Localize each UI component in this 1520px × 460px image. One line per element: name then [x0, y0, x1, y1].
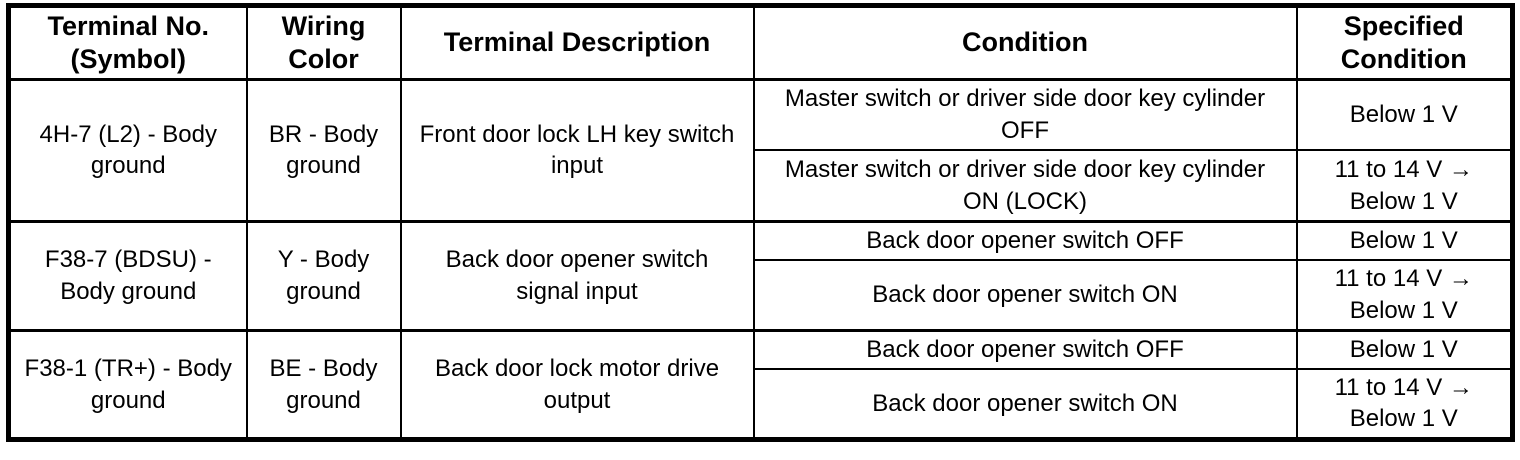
- table-subrow: Back door opener switch ON 11 to 14 V → …: [9, 367, 1514, 441]
- header-condition: Condition: [752, 4, 1298, 81]
- header-wiring-color: Wiring Color: [245, 4, 402, 81]
- specified-condition-cell: 11 to 14 V → Below 1 V: [1295, 367, 1514, 441]
- terminal-no-cell: 4H-7 (L2) - Body ground: [7, 78, 248, 223]
- specified-condition-cell: 11 to 14 V → Below 1 V: [1295, 149, 1514, 223]
- terminal-description-cell: Front door lock LH key switch input: [399, 78, 755, 223]
- terminal-inspection-table: Terminal No. (Symbol) Wiring Color Termi…: [6, 3, 1515, 443]
- wiring-color-cell: BR - Body ground: [245, 78, 402, 223]
- wiring-color-cell: Y - Body ground: [245, 219, 402, 332]
- specified-condition-cell: 11 to 14 V → Below 1 V: [1295, 258, 1514, 332]
- header-terminal-no: Terminal No. (Symbol): [7, 4, 248, 81]
- header-terminal-description: Terminal Description: [399, 4, 755, 81]
- wiring-color-cell: BE - Body ground: [245, 329, 402, 441]
- header-row: Terminal No. (Symbol) Wiring Color Termi…: [7, 4, 1514, 81]
- specified-condition-cell: Below 1 V: [1295, 329, 1514, 370]
- table-row: F38-1 (TR+) - Body ground BE - Body grou…: [7, 329, 1514, 441]
- condition-cell: Master switch or driver side door key cy…: [752, 78, 1298, 152]
- terminal-description-cell: Back door opener switch signal input: [399, 219, 755, 332]
- condition-cell: Back door opener switch ON: [752, 258, 1298, 332]
- table-row: F38-7 (BDSU) - Body ground Y - Body grou…: [7, 219, 1514, 332]
- document-page: Terminal No. (Symbol) Wiring Color Termi…: [6, 3, 1515, 443]
- condition-cell: Back door opener switch ON: [752, 367, 1298, 441]
- terminal-no-cell: F38-1 (TR+) - Body ground: [7, 329, 248, 441]
- condition-cell: Back door opener switch OFF: [752, 219, 1298, 261]
- specified-condition-cell: Below 1 V: [1295, 78, 1514, 152]
- terminal-description-cell: Back door lock motor drive output: [399, 329, 755, 441]
- condition-cell: Master switch or driver side door key cy…: [752, 149, 1298, 223]
- condition-cell: Back door opener switch OFF: [752, 329, 1298, 370]
- header-specified-condition: Specified Condition: [1295, 4, 1514, 81]
- table-subrow: Back door opener switch ON 11 to 14 V → …: [9, 258, 1514, 332]
- table-row: 4H-7 (L2) - Body ground BR - Body ground…: [7, 78, 1514, 223]
- terminal-no-cell: F38-7 (BDSU) - Body ground: [7, 219, 248, 332]
- specified-condition-cell: Below 1 V: [1295, 219, 1514, 261]
- table-subrow: Master switch or driver side door key cy…: [9, 149, 1514, 223]
